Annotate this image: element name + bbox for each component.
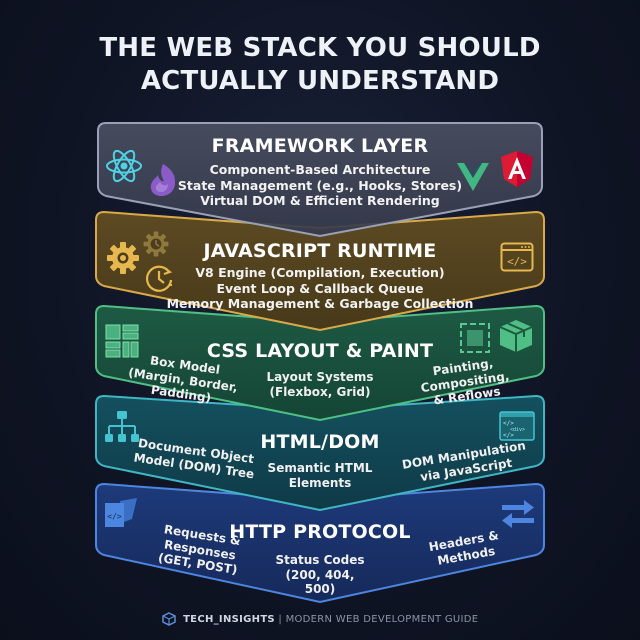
column-line: Layout Systems bbox=[266, 370, 374, 384]
selection-box-icon bbox=[460, 323, 490, 353]
react-icon bbox=[106, 149, 142, 183]
gear-clock-icon bbox=[143, 231, 169, 257]
footer-separator: | bbox=[278, 614, 283, 625]
svg-text:</>: </> bbox=[503, 432, 514, 439]
framework-layer-title: FRAMEWORK LAYER bbox=[211, 135, 429, 157]
vue-icon bbox=[457, 163, 489, 191]
page-title: THE WEB STACK YOU SHOULD ACTUALLY UNDERS… bbox=[0, 32, 640, 98]
column-line: Elements bbox=[288, 475, 352, 490]
exchange-arrows-icon bbox=[502, 500, 534, 528]
request-documents-icon: </> bbox=[105, 498, 137, 527]
html-dom-title: HTML/DOM bbox=[260, 431, 380, 453]
footer-tagline: MODERN WEB DEVELOPMENT GUIDE bbox=[285, 614, 479, 625]
http-layer-shape bbox=[95, 482, 545, 604]
code-window-icon: </> bbox=[500, 242, 534, 272]
css-layer-shape bbox=[95, 304, 545, 422]
detail-line: Component-Based Architecture bbox=[209, 162, 431, 177]
js-layer-shape bbox=[95, 210, 545, 332]
footer-brand: TECH_INSIGHTS bbox=[183, 614, 275, 625]
css-column-layout-systems: Layout Systems (Flexbox, Grid) bbox=[260, 370, 380, 399]
framework-layer-shape bbox=[97, 122, 543, 238]
detail-line: State Management (e.g., Hooks, Stores) bbox=[177, 177, 463, 193]
grid-layout-icon bbox=[105, 324, 139, 358]
detail-line: Virtual DOM & Efficient Rendering bbox=[200, 193, 440, 208]
javascript-runtime-title: JAVASCRIPT RUNTIME bbox=[203, 240, 437, 262]
footer: TECH_INSIGHTS | MODERN WEB DEVELOPMENT G… bbox=[0, 612, 640, 626]
clock-refresh-icon bbox=[145, 265, 173, 292]
detail-line: Event Loop & Callback Queue bbox=[216, 280, 424, 296]
redux-flame-icon bbox=[150, 164, 176, 196]
detail-line: Memory Management & Garbage Collection bbox=[166, 296, 474, 311]
detail-line: V8 Engine (Compilation, Execution) bbox=[195, 265, 445, 280]
package-box-icon bbox=[499, 320, 533, 352]
column-line: Semantic HTML bbox=[267, 461, 373, 475]
http-protocol-title: HTTP PROTOCOL bbox=[229, 521, 411, 543]
dom-column-semantic: Semantic HTML Elements bbox=[265, 461, 375, 490]
title-line-1: THE WEB STACK YOU SHOULD bbox=[99, 33, 541, 63]
javascript-runtime-details: V8 Engine (Compilation, Execution) Event… bbox=[0, 265, 640, 312]
http-column-status-codes: Status Codes (200, 404, 500) bbox=[270, 553, 370, 597]
column-line: (200, 404, 500) bbox=[285, 567, 355, 597]
svg-text:</>: </> bbox=[107, 512, 122, 521]
column-line: Status Codes bbox=[275, 553, 365, 567]
css-layer-title: CSS LAYOUT & PAINT bbox=[206, 340, 434, 362]
title-line-2: ACTUALLY UNDERSTAND bbox=[140, 66, 500, 96]
brand-cube-icon bbox=[161, 612, 176, 626]
html-code-window-icon: </> <div> </> bbox=[499, 411, 535, 441]
column-line: (Flexbox, Grid) bbox=[269, 384, 371, 399]
dom-tree-icon bbox=[105, 411, 139, 442]
dom-layer-shape bbox=[95, 394, 545, 512]
svg-text:</>: </> bbox=[507, 255, 527, 268]
svg-text:<div>: <div> bbox=[510, 427, 525, 433]
angular-icon bbox=[501, 151, 533, 187]
svg-text:</>: </> bbox=[503, 420, 514, 427]
gear-icon bbox=[107, 242, 139, 274]
framework-layer-details: Component-Based Architecture State Manag… bbox=[0, 162, 640, 209]
